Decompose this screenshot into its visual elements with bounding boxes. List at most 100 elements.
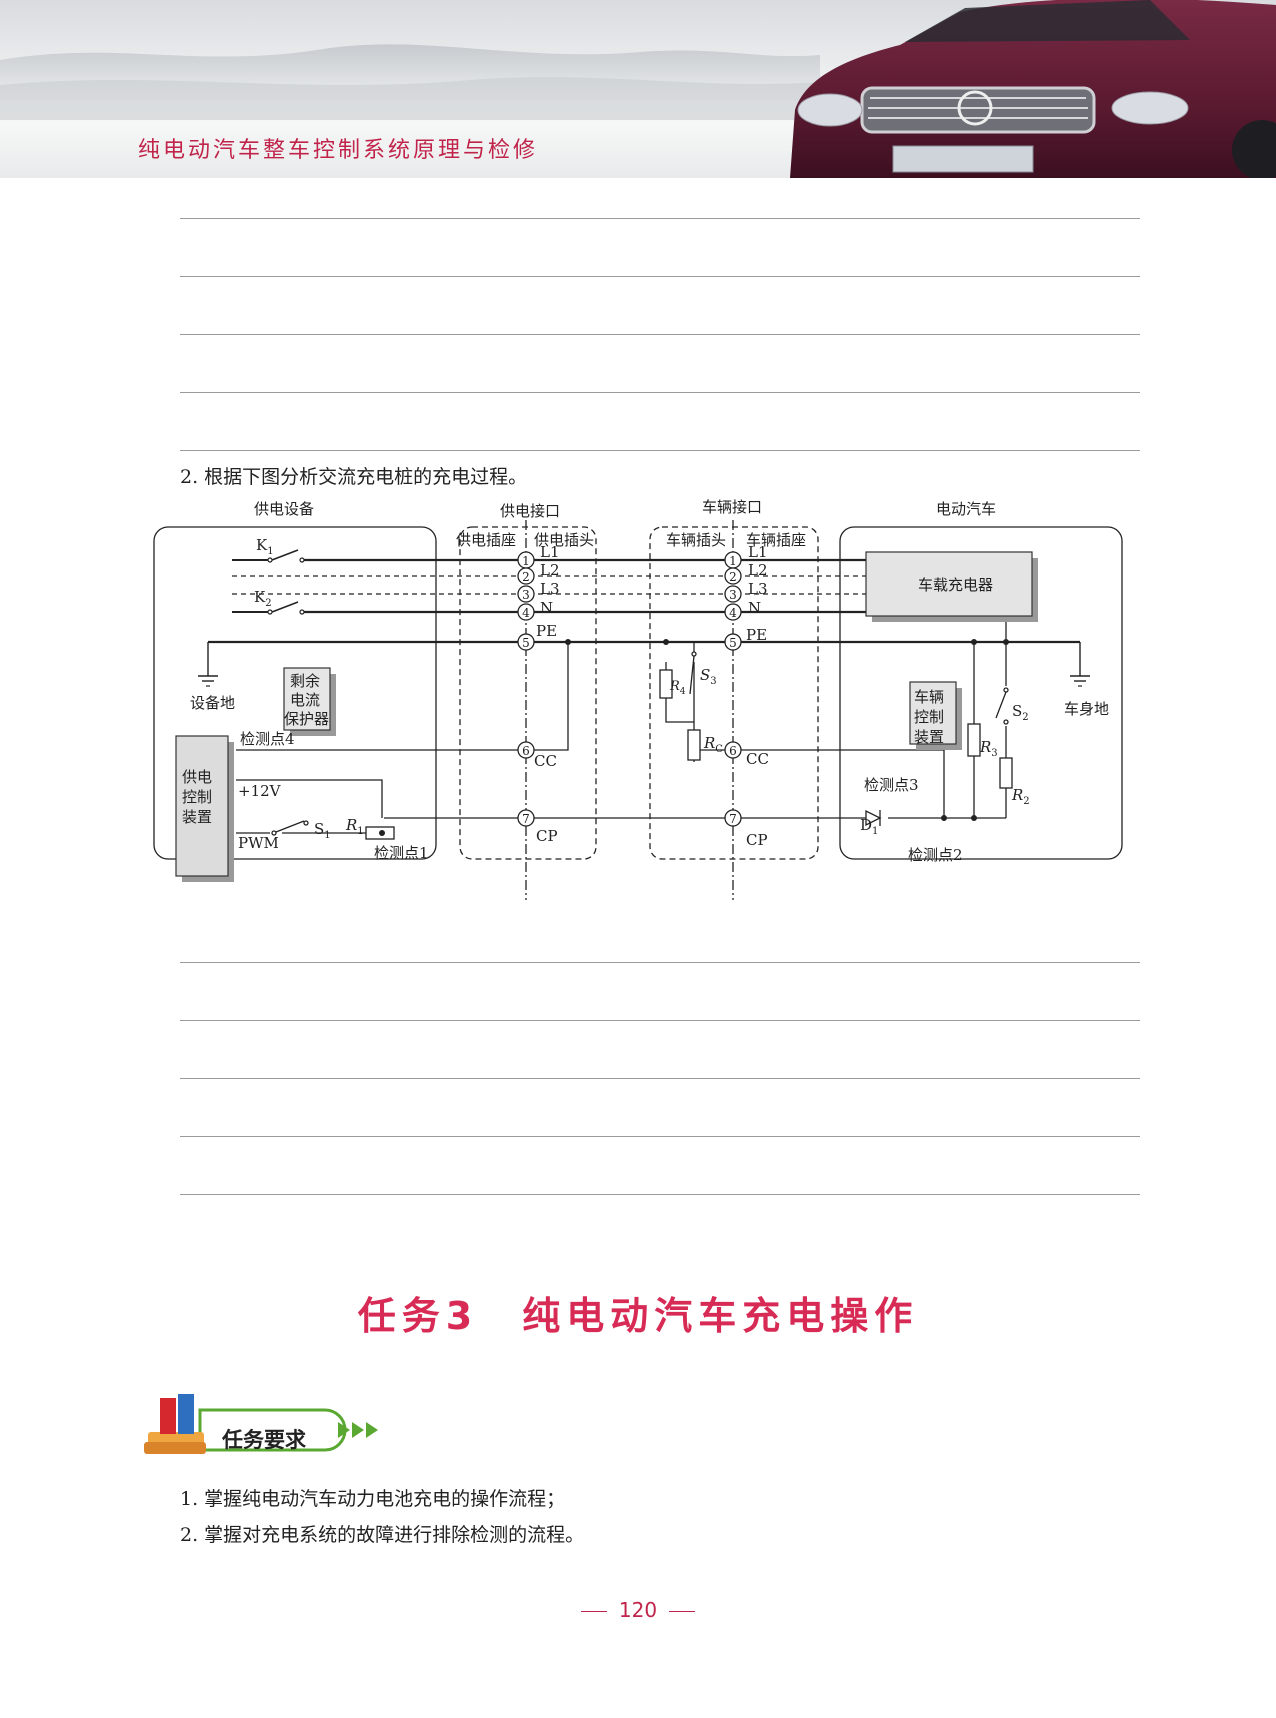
pin-label-l3: L3 xyxy=(540,580,560,598)
label-vehicle-controller-line1: 车辆 xyxy=(914,688,944,706)
label-body-ground: 车身地 xyxy=(1064,700,1109,718)
pin-label-cp-vehicle: CP xyxy=(746,831,768,849)
electric-vehicle-box xyxy=(839,526,1123,860)
vehicle-pin-circle xyxy=(724,809,742,827)
page-number: 120 xyxy=(0,1598,1276,1622)
label-r3: R3 xyxy=(979,738,998,759)
label-supply-plug: 供电插头 xyxy=(534,531,594,549)
supply-pin-number: 6 xyxy=(522,744,530,758)
vehicle-pin-circle xyxy=(724,741,742,759)
resistor-r2 xyxy=(999,757,1013,789)
answer-line xyxy=(180,450,1140,451)
supply-pin-number: 1 xyxy=(522,554,530,568)
pin-label-l2-vehicle: L2 xyxy=(748,561,768,579)
pin-label-l1: L1 xyxy=(540,543,560,561)
label-s2: S2 xyxy=(1012,702,1029,723)
supply-pin-number: 5 xyxy=(522,636,530,650)
vehicle-pin-circle xyxy=(724,585,742,603)
resistor-rc xyxy=(687,729,701,761)
supply-pin-circle xyxy=(517,585,535,603)
pin-label-cp: CP xyxy=(536,827,558,845)
question-text: 2. 根据下图分析交流充电桩的充电过程。 xyxy=(180,466,528,488)
label-rcd-line3: 保护器 xyxy=(284,710,329,728)
label-vehicle-controller-line2: 控制 xyxy=(914,708,944,726)
label-onboard-charger: 车载充电器 xyxy=(918,576,993,594)
rcd-box xyxy=(283,667,331,731)
pin-label-n-vehicle: N xyxy=(748,599,761,617)
label-r4: R4 xyxy=(669,679,686,697)
pin-label-l3-vehicle: L3 xyxy=(748,580,768,598)
supply-pin-number: 3 xyxy=(522,588,530,602)
resistor-r4 xyxy=(659,669,673,699)
vehicle-pin-number: 7 xyxy=(729,812,737,826)
requirement-item: 2. 掌握对充电系统的故障进行排除检测的流程。 xyxy=(180,1524,585,1546)
requirement-item: 1. 掌握纯电动汽车动力电池充电的操作流程； xyxy=(180,1488,566,1510)
label-r2: R2 xyxy=(1011,786,1030,807)
answer-line xyxy=(180,962,1140,963)
answer-line xyxy=(180,1078,1140,1079)
header-banner-art xyxy=(0,0,1276,178)
label-r1: R1 xyxy=(345,816,364,837)
arrows-icon xyxy=(338,1422,378,1438)
label-controller-line2: 控制 xyxy=(182,788,212,806)
label-controller-line1: 供电 xyxy=(182,768,212,786)
label-s3: S3 xyxy=(700,666,717,687)
supply-equipment-box xyxy=(153,526,437,860)
supply-pin-circle xyxy=(517,567,535,585)
supply-pin-circle xyxy=(517,809,535,827)
supply-interface-box xyxy=(459,526,597,860)
label-k1: K1 xyxy=(256,536,274,557)
pin-label-l2: L2 xyxy=(540,561,560,579)
supply-pin-circle xyxy=(517,603,535,621)
pin-label-cc: CC xyxy=(534,752,557,770)
vehicle-pin-number: 6 xyxy=(729,744,737,758)
label-supply-equipment: 供电设备 xyxy=(254,500,314,518)
pin-label-pe: PE xyxy=(536,622,557,640)
supply-pin-number: 2 xyxy=(522,570,530,584)
book-title: 纯电动汽车整车控制系统原理与检修 xyxy=(138,138,539,163)
label-rcd-line1: 剩余 xyxy=(290,672,320,690)
answer-line xyxy=(180,334,1140,335)
supply-pin-circle xyxy=(517,633,535,651)
label-equipment-ground: 设备地 xyxy=(190,694,235,712)
task-title: 任务3 纯电动汽车充电操作 xyxy=(357,1294,919,1338)
label-k2: K2 xyxy=(254,588,272,609)
vehicle-pin-number: 1 xyxy=(729,554,737,568)
vehicle-pin-number: 2 xyxy=(729,570,737,584)
label-controller-line3: 装置 xyxy=(182,808,212,826)
vehicle-pin-circle xyxy=(724,567,742,585)
label-rc: RC xyxy=(703,734,723,755)
page-header: 纯电动汽车整车控制系统原理与检修 xyxy=(0,0,1276,178)
supply-pin-circle xyxy=(517,741,535,759)
pin-label-cc-vehicle: CC xyxy=(746,750,769,768)
answer-line xyxy=(180,1194,1140,1195)
label-detect3: 检测点3 xyxy=(864,776,919,794)
car-image xyxy=(790,0,1276,178)
vehicle-pin-circle xyxy=(724,603,742,621)
label-supply-socket: 供电插座 xyxy=(456,531,516,549)
supply-pin-number: 4 xyxy=(522,606,530,620)
label-detect2: 检测点2 xyxy=(908,846,963,864)
label-supply-interface: 供电接口 xyxy=(500,502,560,520)
page-number-value: 120 xyxy=(618,1598,658,1622)
answer-line xyxy=(180,392,1140,393)
vehicle-pin-circle xyxy=(724,633,742,651)
task-requirements-label: 任务要求 xyxy=(222,1428,306,1452)
vehicle-pin-number: 4 xyxy=(729,606,737,620)
supply-controller-box xyxy=(175,735,229,877)
answer-line xyxy=(180,1136,1140,1137)
pin-label-n: N xyxy=(540,599,553,617)
pin-label-pe-vehicle: PE xyxy=(746,626,767,644)
books-icon xyxy=(144,1394,206,1454)
pin-label-l1-vehicle: L1 xyxy=(748,543,768,561)
label-plus12v: +12V xyxy=(238,782,282,800)
vehicle-pin-number: 5 xyxy=(729,636,737,650)
supply-pin-number: 7 xyxy=(522,812,530,826)
label-vehicle-controller-line3: 装置 xyxy=(914,728,944,746)
label-vehicle-plug: 车辆插头 xyxy=(666,531,726,549)
label-vehicle-socket: 车辆插座 xyxy=(746,531,806,549)
label-electric-vehicle: 电动汽车 xyxy=(936,500,996,518)
answer-line xyxy=(180,276,1140,277)
answer-line xyxy=(180,218,1140,219)
vehicle-pin-number: 3 xyxy=(729,588,737,602)
